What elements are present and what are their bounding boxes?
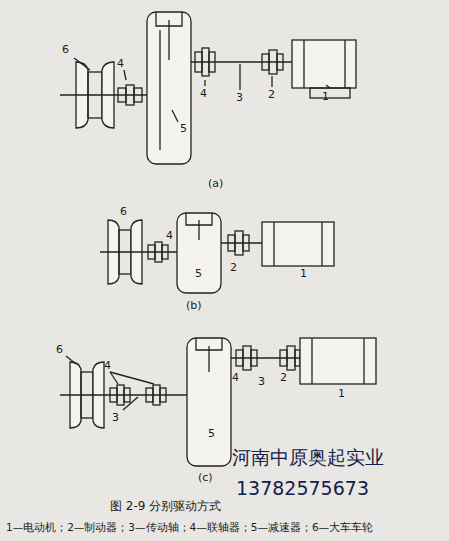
callout-number: 2 [280, 372, 287, 384]
callout-number: 4 [117, 58, 124, 70]
callout-number: 1 [338, 388, 345, 400]
subfigure-label: (c) [198, 472, 213, 484]
callout-number: 3 [236, 92, 243, 104]
callout-number: 4 [232, 372, 239, 384]
callout-number: 2 [230, 262, 237, 274]
callout-number: 3 [112, 412, 119, 424]
watermark: 13782575673 [236, 478, 369, 499]
callout-number: 6 [62, 44, 69, 56]
callout-number: 3 [258, 376, 265, 388]
callout-number: 4 [200, 88, 207, 100]
watermark: 河南中原奥起实业 [232, 447, 384, 468]
callout-number: 4 [104, 360, 111, 372]
callout-number: 5 [195, 268, 202, 280]
callout-number: 6 [120, 206, 127, 218]
figure-caption: 图 2-9 分别驱动方式 [110, 500, 221, 513]
parts-key: 1—电动机；2—制动器；3—传动轴；4—联轴器；5—减速器；6—大车车轮 [6, 522, 373, 534]
subfigure-label: (a) [208, 178, 223, 190]
subfigure-label: (b) [186, 300, 202, 312]
callout-number: 1 [322, 91, 329, 103]
callout-number: 5 [208, 428, 215, 440]
callout-number: 1 [300, 268, 307, 280]
callout-number: 5 [180, 123, 187, 135]
callout-number: 4 [166, 230, 173, 242]
callout-number: 6 [56, 344, 63, 356]
callout-number: 2 [268, 89, 275, 101]
